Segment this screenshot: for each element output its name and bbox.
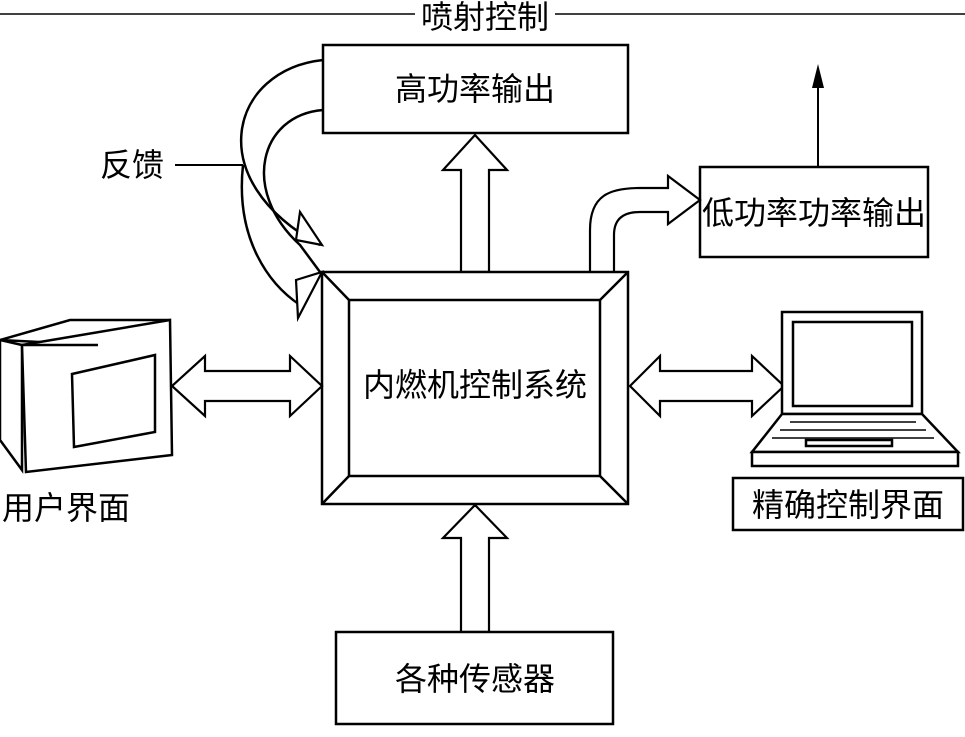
arrow-core-precise-ui (628, 353, 786, 419)
top-label-injection-control: 喷射控制 (421, 0, 549, 36)
arrow-sensors-to-core (440, 503, 510, 634)
feedback-curve-inner-top (262, 108, 324, 273)
feedback-arrowhead-1 (294, 208, 325, 247)
arrow-core-to-high-power (440, 133, 510, 274)
low-power-output-box: 低功率功率输出 (698, 165, 930, 259)
arrow-core-to-low-power (588, 173, 702, 272)
precise-control-ui-box: 精确控制界面 (731, 476, 965, 532)
high-power-output-box: 高功率输出 (321, 43, 630, 135)
feedback-arrowhead-2 (294, 270, 325, 323)
laptop-icon (749, 310, 961, 468)
user-ui-label: 用户界面 (2, 489, 130, 527)
precise-control-ui-label: 精确控制界面 (752, 486, 944, 524)
sensors-box: 各种传感器 (334, 630, 615, 726)
feedback-curve-lower (240, 164, 301, 307)
top-label-bg (415, 0, 555, 30)
low-power-output-label: 低功率功率输出 (702, 194, 926, 232)
sensors-label: 各种传感器 (395, 660, 555, 698)
core-control-system-label: 内燃机控制系统 (363, 366, 587, 404)
low-power-up-arrowhead (812, 64, 824, 88)
feedback-curves: 反馈 (100, 58, 325, 323)
feedback-label: 反馈 (100, 146, 164, 184)
core-control-system-box: 内燃机控制系统 (320, 270, 630, 506)
high-power-output-label: 高功率输出 (395, 70, 555, 108)
arrow-user-ui-core (170, 353, 324, 419)
feedback-curve-outer (239, 58, 324, 247)
crt-monitor-icon (0, 318, 174, 474)
